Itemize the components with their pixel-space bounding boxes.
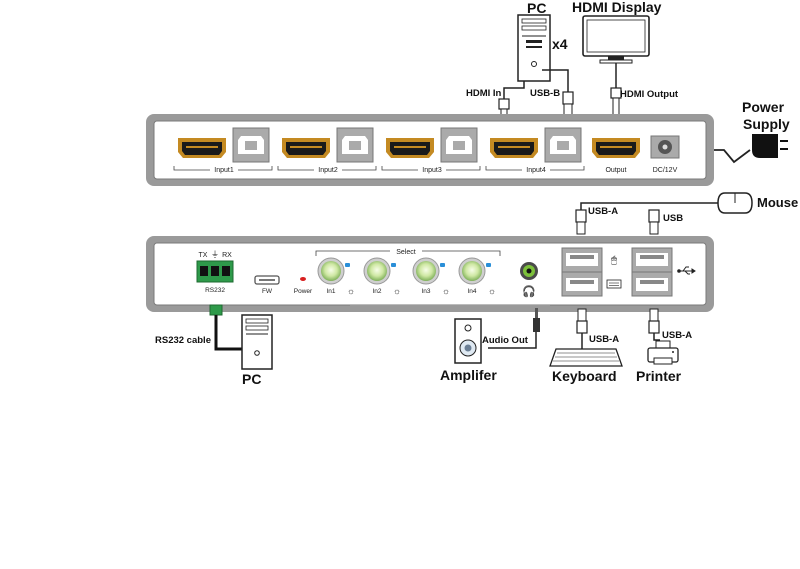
pc-bottom-label: PC [242,371,261,387]
audio-plug [533,308,540,332]
rear-label-dc12v: DC/12V [653,167,678,174]
front-usb-ports-left [561,247,603,297]
usb-top-right-label: USB [663,213,683,224]
pc-tower-bottom [241,314,273,370]
pc-tower-top [517,14,551,82]
in1-brightness-icon: ☼ [347,286,355,296]
fw-update-port [254,275,280,285]
amplifier-label: Amplifer [440,367,497,383]
hdmi-in-label: HDMI In [466,88,502,99]
mouse-port-icon: 🖱 [611,254,617,266]
rs232-terminal-block [196,260,234,283]
in1-indicator-led [345,263,350,267]
select-button-in1[interactable] [317,257,345,285]
rs232-ground-label: ⏚ [211,250,219,259]
in4-brightness-icon: ☼ [488,286,496,296]
rear-input4-hdmi-port [490,138,538,158]
in2-brightness-icon: ☼ [393,286,401,296]
usb-a-keyboard-label: USB-A [589,334,619,345]
in3-brightness-icon: ☼ [442,286,450,296]
usb-a-printer-label: USB-A [662,330,692,341]
audio-out-label: Audio Out [482,335,529,346]
rear-input1-usb-b-port [232,127,270,163]
usb-b-label: USB-B [530,88,560,99]
rear-label-input2: Input2 [318,167,338,174]
printer-label: Printer [636,368,682,384]
select-label: Select [396,249,416,256]
mouse-cable [580,202,718,210]
in4-label: In4 [467,288,476,295]
pc-count-label: x4 [552,36,568,52]
rear-input1-hdmi-port [178,138,226,158]
rear-port-labels [210,165,550,174]
rear-input2-usb-b-port [336,127,374,163]
power-supply-label-2: Supply [743,116,790,132]
usb-symbol-icon [677,266,696,275]
headphone-icon: 🎧 [522,285,536,298]
power-label: Power [294,288,313,295]
keyboard-usb-a-plug [576,308,588,334]
amplifier-speaker [454,318,482,364]
mouse-label: Mouse [757,195,798,210]
select-button-in3[interactable] [412,257,440,285]
usb-plug-top-right [648,209,660,235]
keyboard-port-icon [606,279,622,289]
usb-a-mouse-label: USB-A [588,206,618,217]
rear-label-input1: Input1 [214,167,234,174]
select-button-in2[interactable] [363,257,391,285]
mouse-device [717,192,753,214]
in2-label: In2 [372,288,381,295]
usb-b-plug [562,91,574,117]
hdmi-output-label: HDMI Output [620,89,679,100]
printer-device [647,340,679,365]
rear-label-input4: Input4 [526,167,546,174]
rear-input2-hdmi-port [282,138,330,158]
rs232-cable-line [214,315,247,351]
rear-label-output: Output [605,167,626,174]
power-cable [706,149,751,164]
in3-indicator-led [440,263,445,267]
rear-input3-hdmi-port [386,138,434,158]
keyboard-device [549,348,623,367]
rs232-rx-label: RX [222,252,232,259]
rear-dc-power-jack [650,135,680,159]
rs232-tx-label: TX [199,252,208,259]
rs232-cable-label: RS232 cable [155,335,211,346]
fw-label: FW [262,288,273,295]
power-adapter [752,134,788,158]
power-supply-label-1: Power [742,99,785,115]
rs232-label: RS232 [205,287,225,294]
keyboard-label: Keyboard [552,368,617,384]
rear-label-input3: Input3 [422,167,442,174]
front-usb-ports-right [631,247,673,297]
in4-indicator-led [486,263,491,267]
audio-out-jack [520,262,538,280]
printer-usb-a-plug [648,308,660,334]
in1-label: In1 [326,288,335,295]
rs232-plug [209,304,223,316]
hdmi-display-monitor [582,15,650,64]
printer-cable [653,333,660,341]
audio-cable [488,332,537,349]
pc-cables [503,69,569,99]
power-led [300,277,306,281]
in3-label: In3 [421,288,430,295]
hdmi-display-label: HDMI Display [572,0,662,15]
select-button-in4[interactable] [458,257,486,285]
rear-output-hdmi-port [592,138,640,158]
rear-input3-usb-b-port [440,127,478,163]
mouse-usb-a-plug [575,209,587,235]
in2-indicator-led [391,263,396,267]
pc-top-label: PC [527,0,546,16]
rear-input4-usb-b-port [544,127,582,163]
